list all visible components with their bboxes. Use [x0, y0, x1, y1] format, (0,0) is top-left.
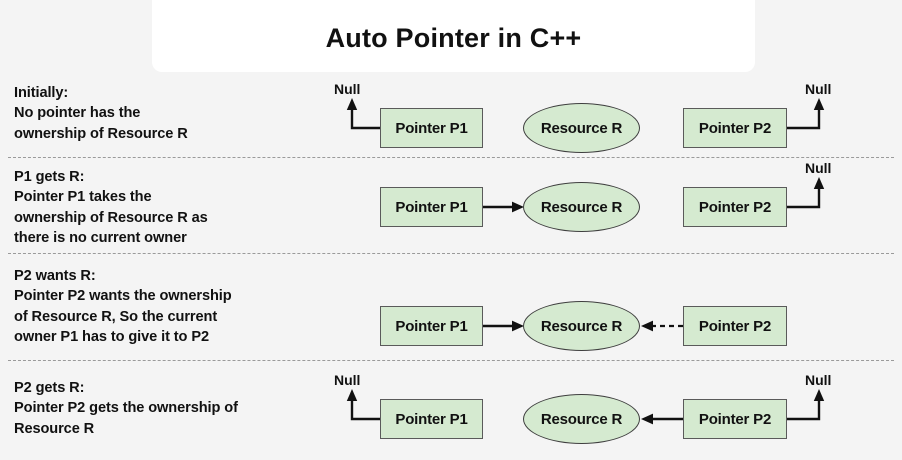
- node-resource-r: Resource R: [523, 182, 640, 232]
- page-title: Auto Pointer in C++: [325, 23, 582, 53]
- node-resource-r: Resource R: [523, 103, 640, 153]
- node-pointer-p1: Pointer P1: [380, 108, 483, 148]
- title-card: Auto Pointer in C++: [152, 0, 755, 72]
- row-p1-gets-r-description: Pointer P1 takes the ownership of Resour…: [14, 189, 208, 246]
- row-p2-gets-r-heading: P2 gets R:: [14, 380, 85, 396]
- arrow-p2-to-null: [787, 177, 825, 209]
- node-resource-r: Resource R: [523, 301, 640, 351]
- divider-2: [8, 253, 894, 254]
- node-pointer-p1: Pointer P1: [380, 399, 483, 439]
- arrow-p2-to-null: [787, 389, 825, 421]
- arrow-p1-to-resource: [483, 201, 524, 213]
- null-label-p1: Null: [334, 372, 361, 388]
- node-pointer-p2: Pointer P2: [683, 306, 787, 346]
- arrow-p1-to-null: [346, 98, 384, 130]
- node-resource-r: Resource R: [523, 394, 640, 444]
- arrow-p2-to-null: [787, 98, 825, 130]
- row-p2-gets-r-description: Pointer P2 gets the ownership of Resourc…: [14, 400, 238, 437]
- node-pointer-p2: Pointer P2: [683, 187, 787, 227]
- divider-1: [8, 157, 894, 158]
- row-initially-heading: Initially:: [14, 85, 69, 101]
- null-label-p2: Null: [805, 160, 832, 176]
- arrow-p2-to-resource: [641, 413, 683, 425]
- row-p2-wants-r-heading: P2 wants R:: [14, 268, 96, 284]
- node-pointer-p1: Pointer P1: [380, 187, 483, 227]
- null-label-p1: Null: [334, 81, 361, 97]
- row-p2-wants-r-description: Pointer P2 wants the ownership of Resour…: [14, 288, 232, 345]
- arrow-p1-to-null: [346, 389, 384, 421]
- null-label-p2: Null: [805, 81, 832, 97]
- row-p1-gets-r-heading: P1 gets R:: [14, 169, 85, 185]
- arrow-p1-to-resource: [483, 320, 524, 332]
- divider-3: [8, 360, 894, 361]
- node-pointer-p1: Pointer P1: [380, 306, 483, 346]
- null-label-p2: Null: [805, 372, 832, 388]
- row-initially-description: No pointer has the ownership of Resource…: [14, 105, 188, 142]
- node-pointer-p2: Pointer P2: [683, 399, 787, 439]
- node-pointer-p2: Pointer P2: [683, 108, 787, 148]
- arrow-p2-to-resource-dashed: [641, 320, 683, 332]
